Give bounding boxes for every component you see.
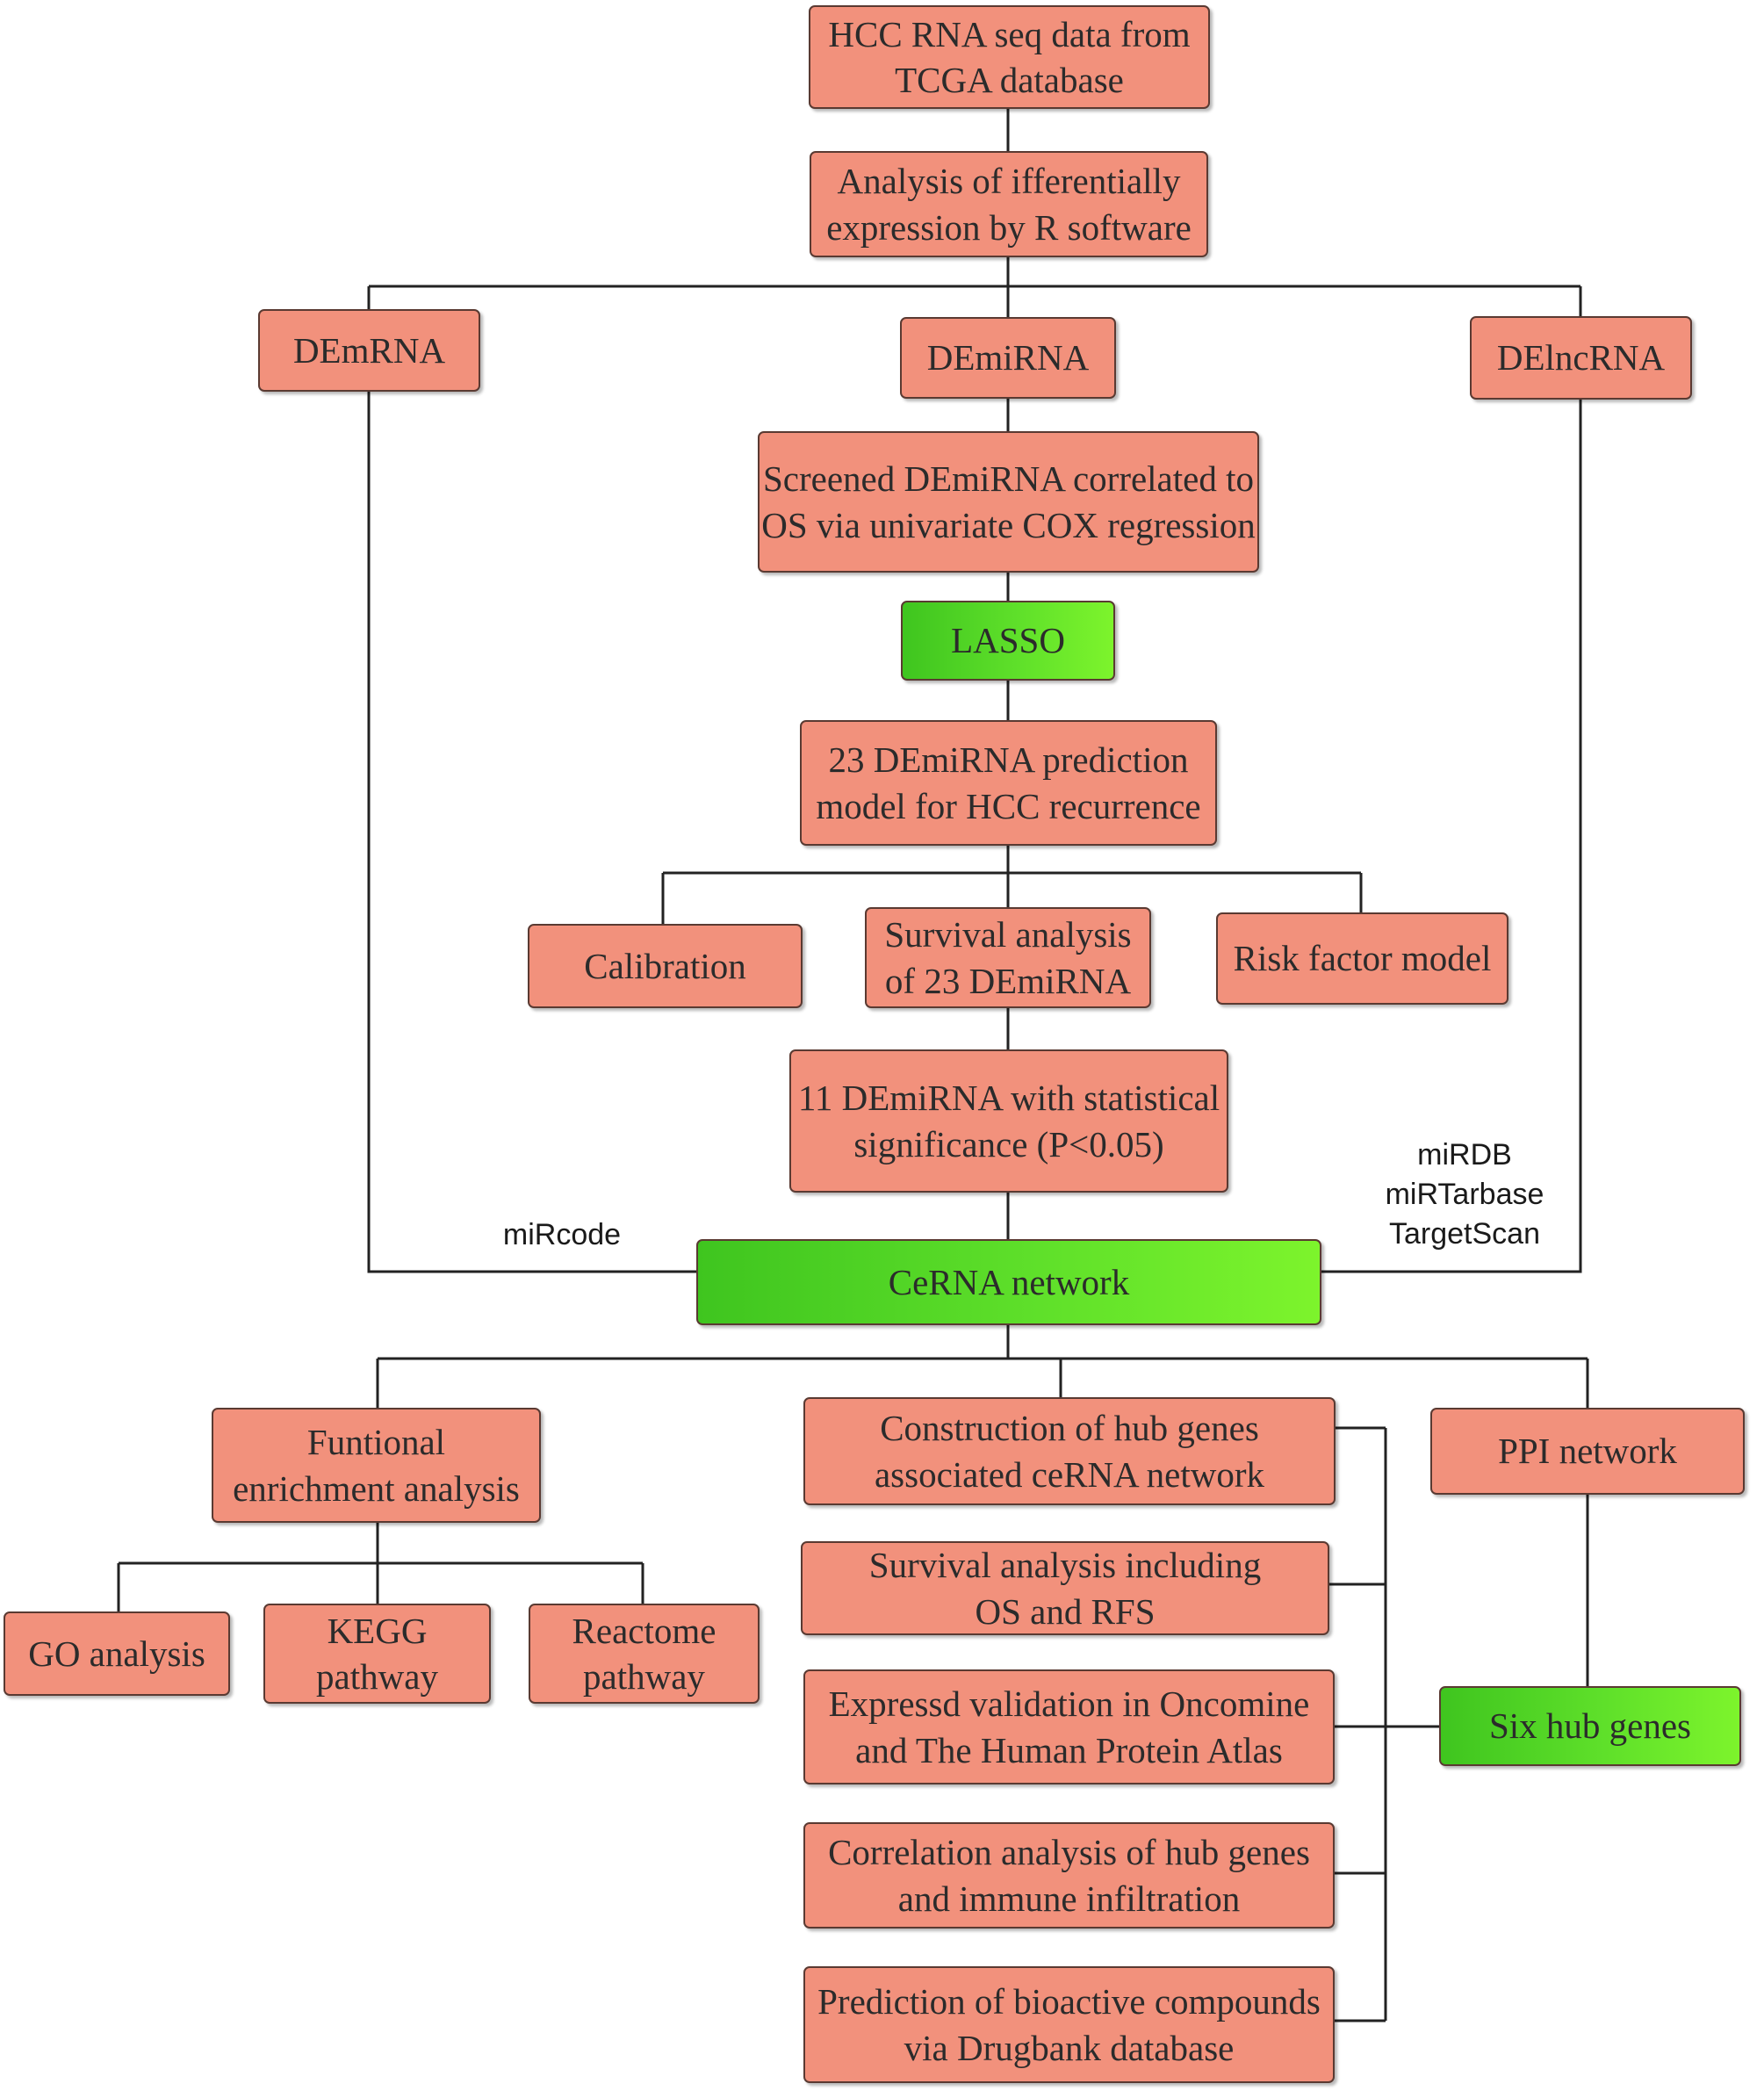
kegg-pathway-box: KEGG pathway [263,1604,491,1704]
tcga-data-box: HCC RNA seq data from TCGA database [809,5,1210,109]
cox-regression-box: Screened DEmiRNA correlated to OS via un… [758,431,1259,573]
risk-factor-model-box: Risk factor model [1216,912,1508,1005]
ppi-network-box: PPI network [1430,1408,1745,1495]
expression-validation-box: Expressd validation in Oncomine and The … [803,1669,1335,1784]
functional-enrichment-box: Funtional enrichment analysis [212,1408,541,1523]
go-analysis-box: GO analysis [4,1611,230,1696]
survival-analysis-23-box: Survival analysis of 23 DEmiRNA [865,907,1151,1008]
demrna-box: DEmRNA [258,309,480,392]
reactome-pathway-box: Reactome pathway [529,1604,760,1704]
six-hub-genes-box: Six hub genes [1439,1686,1741,1766]
cerna-network-box: CeRNA network [696,1239,1321,1325]
mircode-label: miRcode [502,1218,622,1251]
lasso-box: LASSO [901,601,1115,681]
differential-expression-box: Analysis of ifferentially expression by … [810,151,1208,257]
calibration-box: Calibration [528,924,803,1008]
prediction-model-box: 23 DEmiRNA prediction model for HCC recu… [800,720,1217,846]
target-databases-label: miRDB miRTarbase TargetScan [1385,1138,1544,1251]
survival-os-rfs-box: Survival analysis including OS and RFS [801,1541,1329,1635]
delncrna-box: DElncRNA [1470,316,1692,400]
demirna-box: DEmiRNA [900,317,1116,399]
immune-correlation-box: Correlation analysis of hub genes and im… [803,1822,1335,1929]
significant-demirna-box: 11 DEmiRNA with statistical significance… [789,1049,1228,1193]
drugbank-prediction-box: Prediction of bioactive compounds via Dr… [803,1966,1335,2083]
hub-construction-box: Construction of hub genes associated ceR… [803,1397,1336,1505]
